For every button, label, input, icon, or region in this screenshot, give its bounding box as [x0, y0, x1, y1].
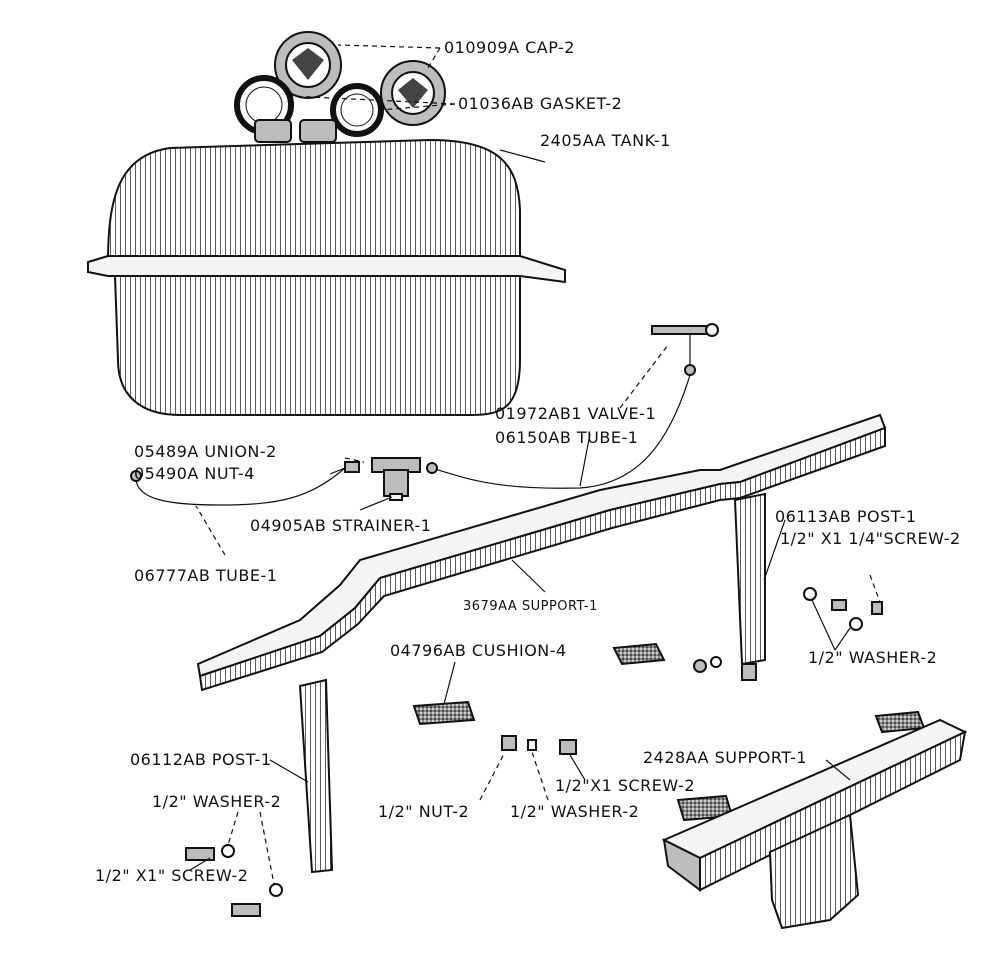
label-support-3679: 3679AA SUPPORT-1	[463, 599, 598, 614]
post-06112	[298, 678, 334, 874]
gasket-right	[330, 83, 384, 137]
post-06113	[733, 492, 766, 666]
label-valve: 01972AB1 VALVE-1	[495, 404, 657, 423]
label-nut-mid: 1/2" NUT-2	[378, 802, 470, 821]
label-strainer: 04905AB STRAINER-1	[250, 516, 432, 535]
label-screw-mid: 1/2"X1 SCREW-2	[555, 776, 696, 795]
label-cap: 010909A CAP-2	[444, 38, 575, 57]
label-washer-right: 1/2" WASHER-2	[808, 648, 938, 667]
label-gasket: 01036AB GASKET-2	[458, 94, 623, 113]
cushion-2	[412, 700, 476, 726]
hardware-left	[185, 844, 283, 917]
label-screw-top: 1/2" X1 1/4"SCREW-2	[780, 529, 961, 548]
label-cushion: 04796AB CUSHION-4	[390, 641, 567, 660]
cap-right	[380, 60, 446, 126]
label-union: 05489A UNION-2	[134, 442, 277, 461]
strainer	[371, 457, 421, 501]
screws-right	[693, 587, 883, 681]
union	[344, 461, 360, 473]
hardware-middle	[501, 735, 577, 755]
leader-lines	[189, 44, 881, 885]
support-2428	[661, 718, 968, 930]
label-post-06113: 06113AB POST-1	[775, 507, 917, 526]
gasket-left	[234, 75, 294, 135]
cushion-1	[612, 642, 666, 666]
label-tube-06150: 06150AB TUBE-1	[495, 428, 639, 447]
label-tube-06777: 06777AB TUBE-1	[134, 566, 278, 585]
label-washer-left: 1/2" WASHER-2	[152, 792, 282, 811]
label-screw-left: 1/2" X1" SCREW-2	[95, 866, 249, 885]
tube-06150	[431, 374, 691, 489]
label-tank: 2405AA TANK-1	[540, 131, 671, 150]
label-support-2428: 2428AA SUPPORT-1	[643, 748, 808, 767]
valve	[651, 323, 719, 376]
label-washer-mid: 1/2" WASHER-2	[510, 802, 640, 821]
label-post-06112: 06112AB POST-1	[130, 750, 272, 769]
fuel-tank	[87, 119, 566, 416]
label-nut-05490: 05490A NUT-4	[134, 464, 255, 483]
tube-end	[130, 470, 142, 482]
cap-left	[274, 31, 342, 99]
tube-end	[426, 462, 438, 474]
tube-06777	[135, 467, 346, 506]
support-rail-3679	[196, 413, 887, 692]
